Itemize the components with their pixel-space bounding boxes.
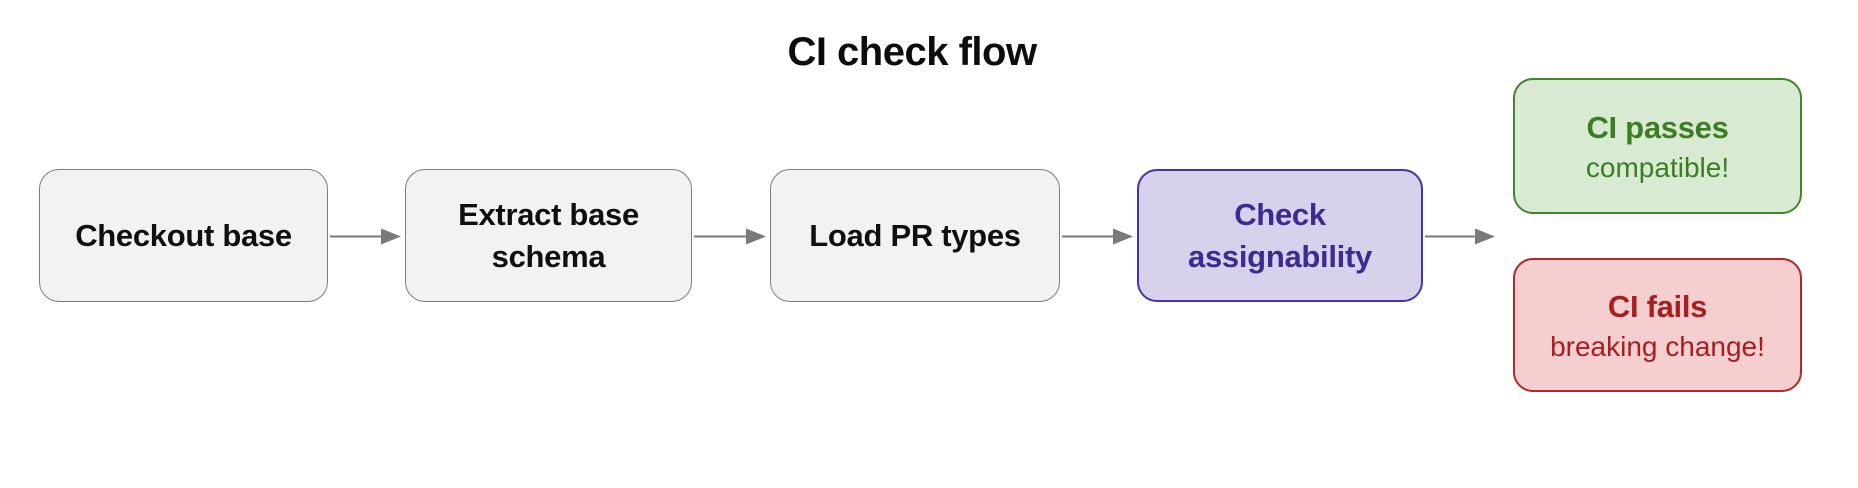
node-checkout-base: Checkout base [39,169,328,302]
node-ci-fails-label: CI fails [1607,288,1708,324]
node-ci-passes-sublabel: compatible! [1585,152,1730,184]
node-extract-base-schema: Extract base schema [405,169,692,302]
node-ci-passes: CI passes compatible! [1513,78,1802,214]
node-check-assignability-label: Check assignability [1188,196,1372,274]
node-extract-base-schema-label: Extract base schema [458,196,639,274]
node-check-assignability: Check assignability [1137,169,1423,302]
node-load-pr-types-label: Load PR types [809,217,1021,253]
node-ci-fails-sublabel: breaking change! [1550,331,1765,363]
node-checkout-base-label: Checkout base [75,217,292,253]
node-ci-passes-label: CI passes [1586,109,1729,145]
node-load-pr-types: Load PR types [770,169,1060,302]
diagram-title: CI check flow [787,30,1037,74]
node-ci-fails: CI fails breaking change! [1513,258,1802,392]
